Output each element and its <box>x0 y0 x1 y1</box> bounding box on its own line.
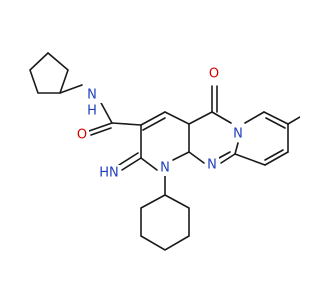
bond-lines <box>29 51 300 251</box>
svg-text:N: N <box>207 158 217 173</box>
svg-text:O: O <box>209 67 219 82</box>
atom-o-amide: O <box>75 127 89 143</box>
molecule-structure: N H O O N N N HN <box>29 51 300 251</box>
atom-o-ketone: O <box>207 66 221 82</box>
atom-nh-amide-hydrogen: H <box>87 104 97 119</box>
svg-text:HN: HN <box>99 166 119 181</box>
atom-n-cyclohexyl: N <box>158 160 172 176</box>
atom-nh-amide-symbol: N <box>87 88 97 103</box>
atom-n-ring: N <box>205 157 219 173</box>
svg-text:N: N <box>233 127 243 142</box>
atom-n-bridgehead: N <box>231 126 245 142</box>
atom-nh-amide: N H <box>85 87 107 119</box>
atom-imino: HN <box>98 165 120 181</box>
svg-text:N: N <box>160 161 170 176</box>
svg-text:O: O <box>77 128 87 143</box>
